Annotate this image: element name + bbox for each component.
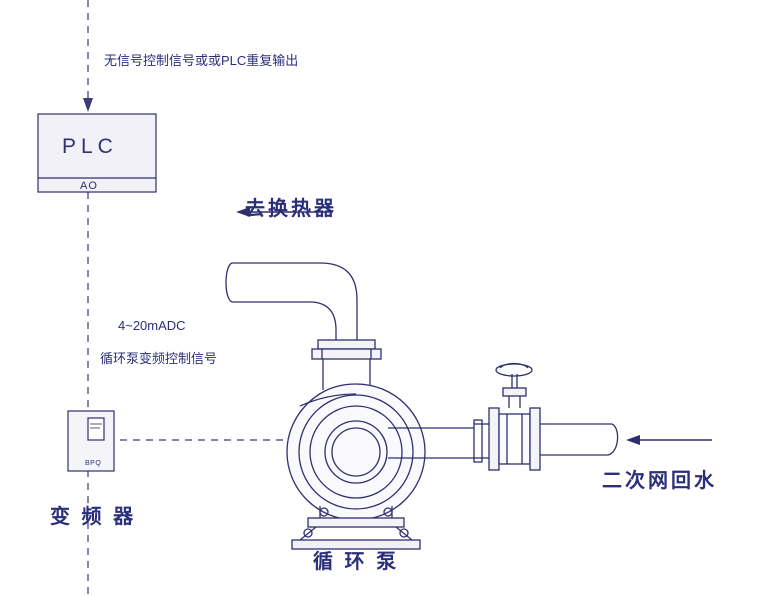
to-heat-exchanger-arrow [236, 207, 330, 217]
label-vfd-tag: BPQ [85, 460, 102, 467]
secondary-return-arrow [626, 435, 712, 445]
label-plc: PLC [62, 135, 118, 158]
vfd-box [67, 410, 115, 472]
label-vfd-name: 变 频 器 [50, 506, 137, 528]
return-pipe-and-valve [473, 362, 619, 471]
label-to-heat-exchanger: 去换热器 [245, 198, 337, 220]
label-signal-description: 循环泵变频控制信号 [100, 351, 218, 366]
label-top-control-signal: 无信号控制信号或或PLC重复输出 [104, 53, 299, 68]
label-circulation-pump: 循 环 泵 [313, 551, 400, 573]
label-signal-spec: 4~20mADC [118, 318, 186, 333]
label-secondary-network-return: 二次网回水 [602, 470, 717, 492]
control-signal-dashed-lines [83, 0, 300, 596]
plc-box [37, 113, 157, 193]
label-plc-ao-port: AO [80, 180, 98, 192]
circulation-pump-drawing [225, 262, 474, 550]
